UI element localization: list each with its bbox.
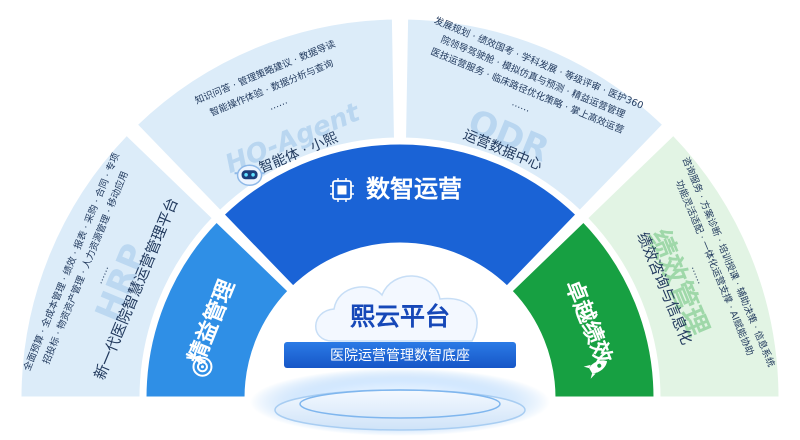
platform-subtitle: 医院运营管理数智底座 <box>330 348 470 364</box>
cloud-icon <box>315 275 478 342</box>
chip-icon <box>330 178 354 202</box>
target-icon <box>192 356 213 377</box>
middle-sector-excellent-performance <box>508 218 657 400</box>
platform-subtitle-bar <box>284 342 516 368</box>
outer-sector-hrp <box>18 131 216 400</box>
smart-operations-label: 数智运营 <box>366 175 462 203</box>
outer-sector-agent <box>133 16 398 214</box>
middle-sector-smart-operations <box>220 141 580 290</box>
rocket-icon <box>583 360 608 379</box>
platform-base <box>274 389 526 431</box>
outer-sector-odr <box>402 16 667 214</box>
platform-title: 熙云平台 <box>350 302 450 331</box>
middle-sector-lean-management <box>143 218 292 400</box>
outer-sector-perf <box>584 131 782 400</box>
platform-base-ring <box>299 389 501 419</box>
robot-icon <box>234 164 265 187</box>
